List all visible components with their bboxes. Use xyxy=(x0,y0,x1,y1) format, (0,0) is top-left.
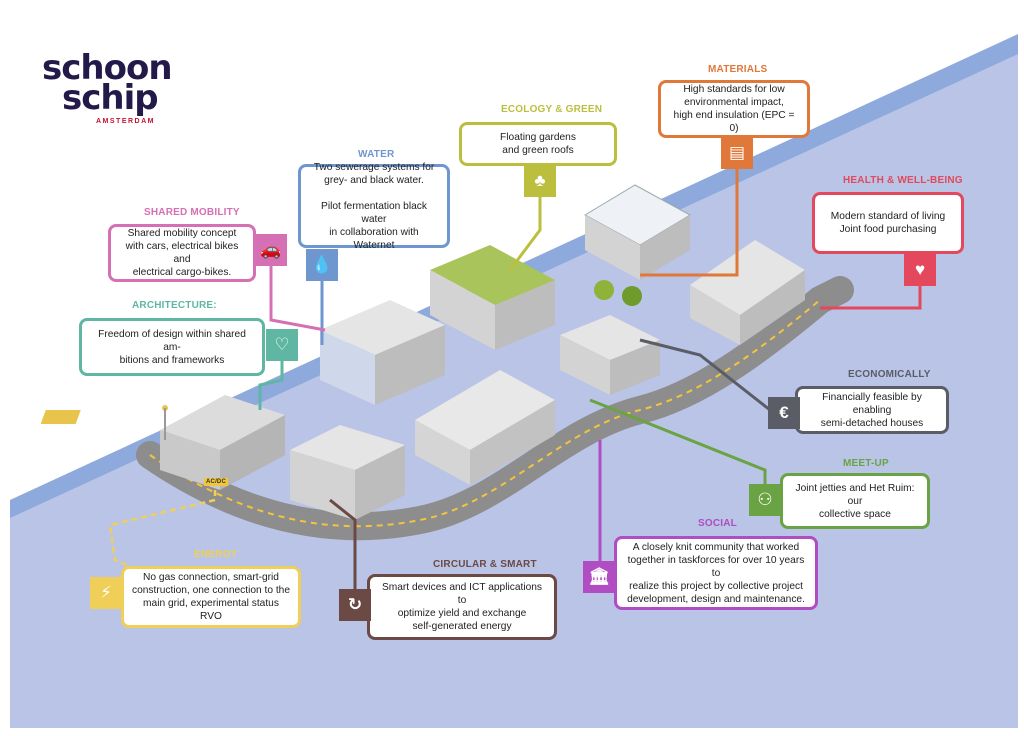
architecture-callout: Freedom of design within shared am- biti… xyxy=(79,318,265,376)
logo-line-2: schip xyxy=(62,78,159,118)
architecture-text: Freedom of design within shared am- biti… xyxy=(98,328,246,366)
lightning-icon: ⚡ xyxy=(90,577,122,609)
heart-hands-icon: ♡ xyxy=(266,329,298,361)
water-drop-icon: 💧 xyxy=(306,249,338,281)
energy-callout: No gas connection, smart-grid constructi… xyxy=(121,566,301,628)
house-center xyxy=(560,315,660,395)
house-right xyxy=(690,240,805,345)
architecture-title: ARCHITECTURE: xyxy=(132,300,217,311)
circular-callout: Smart devices and ICT applications to op… xyxy=(367,574,557,640)
house-greenhouse xyxy=(583,184,692,280)
energy-title: ENERGY xyxy=(194,549,238,560)
health-text: Modern standard of living Joint food pur… xyxy=(830,211,946,235)
shared-mobility-title: SHARED MOBILITY xyxy=(144,207,240,218)
house-large xyxy=(415,370,555,485)
cycle-icon: ↻ xyxy=(339,589,371,621)
social-text: A closely knit community that worked tog… xyxy=(627,541,805,605)
economically-text: Financially feasible by enabling semi-de… xyxy=(820,391,924,429)
car-icon: 🚗 xyxy=(255,234,287,266)
water-text: Two sewerage systems for grey- and black… xyxy=(313,161,435,251)
social-title: SOCIAL xyxy=(698,518,737,529)
meetup-text: Joint jetties and Het Ruim: our collecti… xyxy=(795,482,915,520)
ecology-text: Floating gardens and green roofs xyxy=(500,132,576,156)
energy-text: No gas connection, smart-grid constructi… xyxy=(132,572,291,622)
circular-title: CIRCULAR & SMART xyxy=(433,559,537,570)
meetup-title: MEET-UP xyxy=(843,458,889,469)
heartbeat-icon: ♥ xyxy=(904,254,936,286)
materials-text: High standards for low environmental imp… xyxy=(673,84,795,134)
logo-subtitle: AMSTERDAM xyxy=(96,118,155,125)
meetup-callout: Joint jetties and Het Ruim: our collecti… xyxy=(780,473,930,529)
economically-title: ECONOMICALLY xyxy=(848,369,931,380)
tree-icon: ♣ xyxy=(524,165,556,197)
tree-left xyxy=(594,280,614,300)
social-callout: A closely knit community that worked tog… xyxy=(614,536,818,610)
schoonschip-logo: schoon schip AMSTERDAM xyxy=(40,48,175,132)
brick-icon: ▤ xyxy=(721,137,753,169)
water-title: WATER xyxy=(358,149,395,160)
materials-title: MATERIALS xyxy=(708,64,768,75)
tree-right xyxy=(622,286,642,306)
logo-line-1: schoon xyxy=(42,48,173,88)
institution-icon: 🏛 xyxy=(583,561,615,593)
energy-cable xyxy=(108,470,217,577)
house-solar xyxy=(40,395,285,490)
health-title: HEALTH & WELL-BEING xyxy=(843,175,963,186)
acdc-label: AC/DC xyxy=(204,478,228,486)
health-callout: Modern standard of living Joint food pur… xyxy=(812,192,964,254)
house-greenroof xyxy=(430,245,555,350)
table-people-icon: ⚇ xyxy=(749,484,781,516)
shared-mobility-callout: Shared mobility concept with cars, elect… xyxy=(108,224,256,282)
materials-callout: High standards for low environmental imp… xyxy=(658,80,810,138)
euro-icon: € xyxy=(768,397,800,429)
house-smart xyxy=(290,425,405,520)
shared-mobility-text: Shared mobility concept with cars, elect… xyxy=(125,228,239,278)
ecology-callout: Floating gardens and green roofs xyxy=(459,122,617,166)
circular-text: Smart devices and ICT applications to op… xyxy=(381,582,543,632)
ecology-title: ECOLOGY & GREEN xyxy=(501,104,603,115)
walkway-dashed xyxy=(149,299,821,528)
house-water xyxy=(320,300,445,405)
economically-callout: Financially feasible by enabling semi-de… xyxy=(795,386,949,434)
water-callout: Two sewerage systems for grey- and black… xyxy=(298,162,450,251)
